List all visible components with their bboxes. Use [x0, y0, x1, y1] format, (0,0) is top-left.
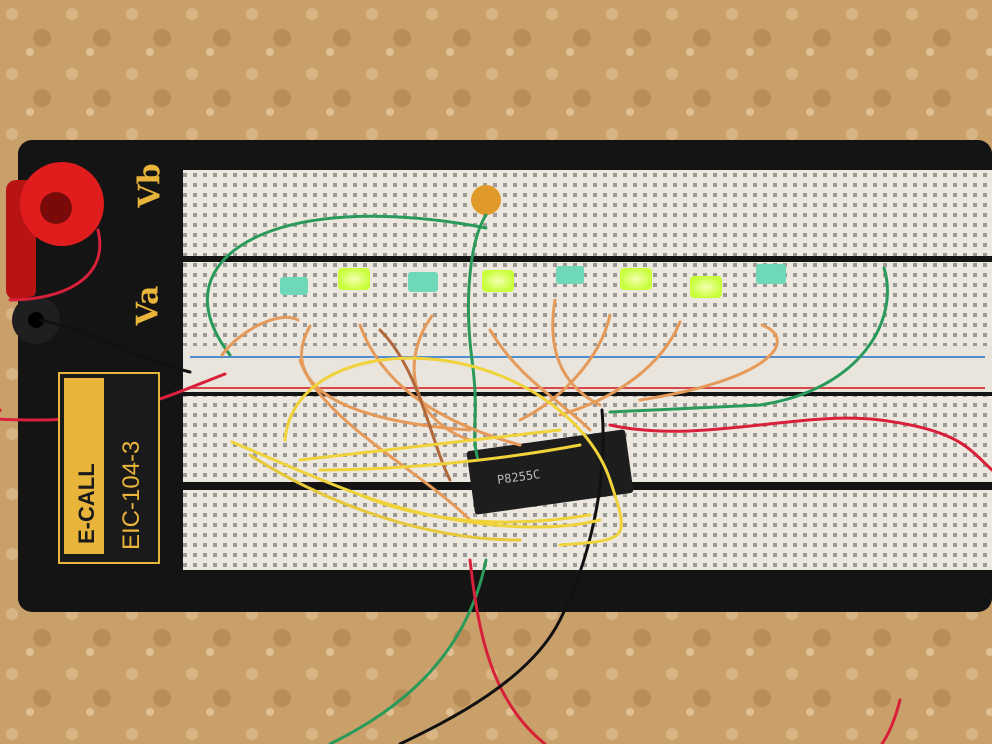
led	[756, 264, 786, 284]
wire-red	[8, 228, 102, 302]
wire-yellow	[318, 443, 582, 472]
brand-band	[64, 378, 104, 554]
board-model: EIC-104-3	[118, 440, 145, 550]
led	[556, 266, 584, 284]
binding-post-black	[12, 296, 60, 344]
led	[482, 270, 514, 292]
brand-plate: E-CALL EIC-104-3	[58, 372, 160, 564]
wire-red	[608, 416, 992, 472]
wire-yellow	[358, 493, 592, 524]
wire-orange	[518, 313, 612, 422]
wires	[0, 213, 992, 744]
wire-orange	[638, 323, 779, 402]
terminal-b-label: Vb	[132, 163, 168, 208]
wire-yellow	[298, 428, 562, 462]
led	[338, 268, 370, 290]
led	[408, 272, 438, 292]
wire-yellow	[248, 453, 522, 542]
led	[690, 276, 722, 298]
led	[280, 277, 308, 295]
wire-orange	[220, 315, 300, 357]
wire-orange	[300, 324, 472, 432]
wire-green	[205, 214, 488, 357]
brand-name: E-CALL	[74, 463, 99, 544]
wire-black	[398, 408, 605, 744]
wire-green	[328, 558, 488, 744]
wire-orange	[298, 358, 472, 522]
wire-orange	[488, 328, 592, 432]
wire-red	[0, 372, 227, 422]
capacitor	[471, 185, 501, 215]
led-row	[280, 264, 786, 298]
wire-green	[608, 266, 889, 414]
wire-green	[466, 213, 488, 462]
binding-post-red	[6, 162, 104, 300]
wire-yellow	[283, 356, 623, 547]
ic-chip	[466, 429, 634, 515]
wire-orange	[551, 298, 602, 407]
terminal-a-label: Va	[130, 285, 166, 326]
wire-orange	[358, 323, 522, 447]
wire-red	[468, 558, 547, 744]
wire-orange	[558, 320, 682, 417]
led	[620, 268, 652, 290]
breadboard	[183, 170, 992, 570]
wire-black	[38, 318, 192, 374]
wire-red	[880, 698, 902, 744]
